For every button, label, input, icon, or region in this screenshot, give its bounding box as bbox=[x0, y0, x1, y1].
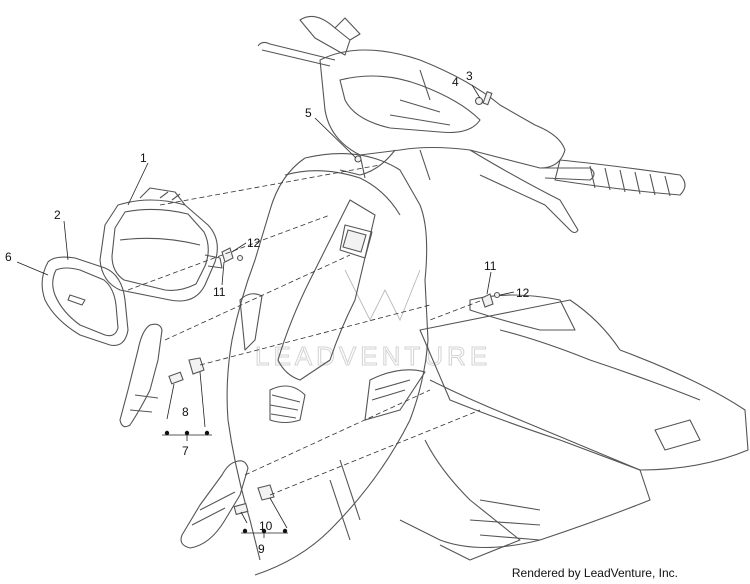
callout-11-left: 11 bbox=[213, 285, 226, 299]
front-shield bbox=[226, 153, 749, 576]
callout-9: 9 bbox=[258, 542, 265, 556]
leader-lines bbox=[16, 84, 515, 538]
headlight-unit bbox=[99, 187, 223, 302]
fasteners bbox=[221, 247, 501, 308]
headlight-frame bbox=[41, 256, 129, 346]
callout-5: 5 bbox=[305, 106, 312, 120]
callout-labels: 1 2 3 4 5 6 7 8 9 10 11 11 12 12 bbox=[5, 69, 530, 556]
callout-1: 1 bbox=[140, 151, 147, 165]
callout-12-right: 12 bbox=[516, 286, 530, 300]
render-credit: Rendered by LeadVenture, Inc. bbox=[511, 566, 678, 580]
callout-6: 6 bbox=[5, 250, 12, 264]
assembly-lines bbox=[127, 164, 481, 496]
callout-12-left: 12 bbox=[247, 236, 261, 250]
watermark-text: LEADVENTURE bbox=[255, 341, 491, 371]
handlebar-assembly bbox=[257, 15, 686, 234]
callout-2: 2 bbox=[54, 208, 61, 222]
callout-10: 10 bbox=[259, 519, 273, 533]
turn-indicator-right bbox=[180, 460, 275, 549]
callout-4: 4 bbox=[452, 75, 459, 89]
callout-3: 3 bbox=[466, 69, 473, 83]
callout-8: 8 bbox=[182, 405, 189, 419]
turn-indicator-left bbox=[119, 323, 205, 428]
callout-11-right: 11 bbox=[484, 259, 497, 273]
leadventure-watermark: LEADVENTURE bbox=[255, 269, 491, 372]
callout-7: 7 bbox=[182, 444, 189, 458]
